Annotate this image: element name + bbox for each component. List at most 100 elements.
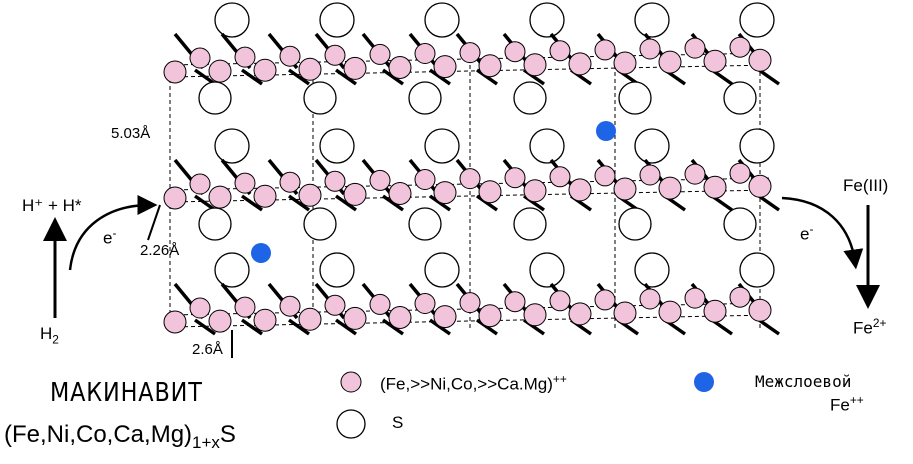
metal-atom <box>459 42 481 64</box>
metal-atom <box>163 60 187 84</box>
hydrogen-products-text: H⁺ + H* <box>22 196 82 215</box>
metal-atom <box>478 304 502 328</box>
metal-atom <box>478 54 502 78</box>
sulfur-top-atom <box>424 2 460 38</box>
metal-atom <box>234 46 256 68</box>
metal-atom <box>298 307 322 331</box>
metal-atom <box>478 180 502 204</box>
sulfur-top-atom <box>319 252 355 288</box>
legend-marks <box>336 371 714 439</box>
metal-atom <box>459 168 481 190</box>
metal-atom <box>343 182 367 206</box>
fe-s-bond <box>381 68 405 86</box>
fe2-product-label: Fe2+ <box>853 316 887 338</box>
metal-atom <box>613 177 637 201</box>
metal-atom <box>703 175 727 199</box>
reaction-arrows <box>43 195 880 318</box>
legend-metal-label: (Fe,>>Ni,Co,>>Ca.Mg)++ <box>380 372 567 395</box>
sulfur-top-atom <box>739 252 775 288</box>
fe-s-bond <box>240 68 264 86</box>
metal-atom <box>613 51 637 75</box>
sulfur-bottom-atom <box>303 81 337 115</box>
interlayer-fe-dot <box>596 121 616 141</box>
fe-s-bond <box>428 318 452 336</box>
sulfur-bottom-atom <box>618 81 652 115</box>
fe-s-bond <box>334 68 358 86</box>
metal-atom <box>658 50 682 74</box>
fe2-product-sup: 2+ <box>872 316 887 330</box>
metal-atom <box>594 289 616 311</box>
metal-atom <box>504 291 526 313</box>
metal-atom <box>684 287 706 309</box>
fe-s-bond <box>428 194 452 212</box>
metal-atom <box>414 169 436 190</box>
sulfur-bottom-atom <box>303 207 337 241</box>
metal-atom <box>324 170 346 192</box>
legend-metal-swatch <box>340 371 362 393</box>
fe-s-bond <box>240 194 264 212</box>
metal-atom <box>208 59 232 83</box>
legend-metal-sup: ++ <box>552 372 567 386</box>
metal-atom <box>568 178 592 202</box>
sulfur-top-atom <box>634 252 670 288</box>
legend-interlayer-fe: Fe <box>830 395 850 415</box>
metal-atom <box>568 302 592 326</box>
metal-atom <box>189 47 211 69</box>
metal-atom <box>748 174 772 198</box>
metal-atom <box>504 167 526 189</box>
hydrogen-reactant-sub: 2 <box>52 332 59 347</box>
metal-atom <box>549 40 571 62</box>
fe-s-bond <box>757 194 781 212</box>
mineral-formula-main: (Fe,Ni,Co,Ca,Mg) <box>4 421 193 448</box>
right-electron-arrow <box>781 196 864 270</box>
fe3-reactant-label: Fe(III) <box>843 176 889 195</box>
fe-s-bond <box>287 68 311 86</box>
metal-atom <box>658 300 682 324</box>
fe-s-bond <box>287 194 311 212</box>
metal-atom <box>163 310 187 334</box>
metal-atom <box>388 182 412 205</box>
interlayer-distance-label: 5.03Å <box>111 125 151 142</box>
legend-interlayer-sup: ++ <box>849 393 864 407</box>
sulfur-top-atom <box>424 252 460 288</box>
metal-atom <box>324 44 346 66</box>
legend-metal-text: (Fe,>>Ni,Co,>>Ca.Mg) <box>380 374 553 394</box>
sulfur-top-atom <box>634 128 670 164</box>
metal-atom <box>234 172 256 194</box>
sulfur-bottom-atom <box>723 81 757 115</box>
metal-atom <box>433 305 457 329</box>
left-electron-sup: - <box>112 226 117 240</box>
sulfur-top-atom <box>319 2 355 38</box>
sulfur-top-atom <box>424 128 460 164</box>
metal-atom <box>748 298 772 322</box>
metal-atom <box>523 53 547 77</box>
metal-atom <box>568 52 592 76</box>
metal-atom <box>388 306 412 329</box>
sulfur-top-atom <box>529 2 565 38</box>
metal-atom <box>594 39 616 61</box>
metal-atom <box>594 165 616 187</box>
right-electron-text: e <box>800 224 810 244</box>
metal-atom <box>613 301 637 325</box>
sulfur-bottom-atom <box>408 207 442 241</box>
fe-s-bond <box>381 194 405 212</box>
metal-atom <box>414 43 436 64</box>
metal-atom <box>234 296 256 318</box>
metal-atom <box>208 309 232 333</box>
fe-s-bond <box>475 68 499 86</box>
metal-atom <box>549 290 571 312</box>
metal-atom <box>253 58 277 82</box>
fe2-product-text: Fe <box>853 318 873 338</box>
fe-s-bond <box>193 194 217 212</box>
fe-s-bond <box>193 318 217 336</box>
metal-atom <box>414 293 436 314</box>
metal-atom <box>684 37 706 59</box>
hydrogen-reactant-label: H2 <box>40 325 59 346</box>
hydrogen-products-label: H⁺ + H* <box>22 197 82 214</box>
metal-atom <box>523 179 547 203</box>
metal-atom <box>253 184 277 208</box>
legend-sulfur-swatch <box>336 409 366 439</box>
fe-s-bond <box>475 194 499 212</box>
mineral-formula: (Fe,Ni,Co,Ca,Mg)1+xS <box>4 421 236 453</box>
